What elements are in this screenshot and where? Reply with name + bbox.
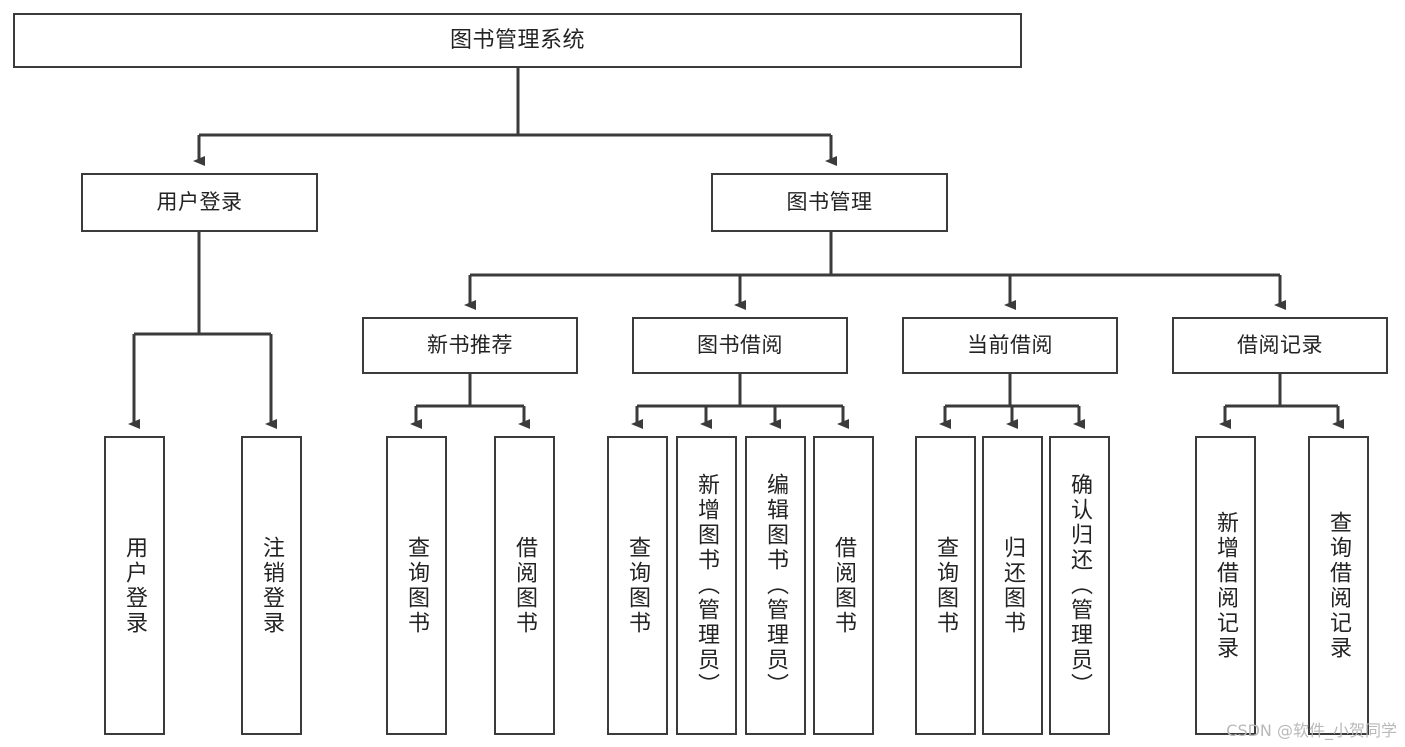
node-label: 归还图书: [1000, 535, 1026, 636]
node-label: 确认归还（管理员）: [1067, 473, 1093, 698]
leaf-borrow-book[interactable]: 借阅图书: [813, 436, 874, 735]
node-label: 新增图书（管理员）: [694, 473, 720, 698]
leaf-return-book[interactable]: 归还图书: [982, 436, 1043, 735]
node-root-system[interactable]: 图书管理系统: [13, 13, 1022, 68]
node-label: 查询图书: [625, 535, 651, 636]
leaf-borrow-book-new[interactable]: 借阅图书: [494, 436, 555, 735]
leaf-edit-book-admin[interactable]: 编辑图书（管理员）: [745, 436, 806, 735]
node-label: 用户登录: [156, 190, 243, 215]
leaf-query-book-borrow[interactable]: 查询图书: [607, 436, 668, 735]
leaf-confirm-return-admin[interactable]: 确认归还（管理员）: [1049, 436, 1110, 735]
leaf-user-logout[interactable]: 注销登录: [241, 436, 302, 735]
node-label: 新增借阅记录: [1213, 510, 1239, 661]
node-label: 借阅图书: [512, 535, 538, 636]
node-new-book-recommendation[interactable]: 新书推荐: [362, 317, 578, 374]
node-label: 借阅图书: [831, 535, 857, 636]
node-current-borrowing[interactable]: 当前借阅: [902, 317, 1118, 374]
leaf-user-login[interactable]: 用户登录: [104, 436, 165, 735]
node-label: 新书推荐: [427, 333, 513, 358]
leaf-query-borrow-record[interactable]: 查询借阅记录: [1308, 436, 1369, 735]
node-label: 查询借阅记录: [1326, 510, 1352, 661]
node-label: 当前借阅: [967, 333, 1053, 358]
leaf-query-book-new[interactable]: 查询图书: [386, 436, 447, 735]
node-label: 借阅记录: [1237, 333, 1323, 358]
node-label: 编辑图书（管理员）: [763, 473, 789, 698]
node-label: 图书管理: [786, 190, 873, 215]
leaf-add-borrow-record[interactable]: 新增借阅记录: [1195, 436, 1256, 735]
node-label: 查询图书: [933, 535, 959, 636]
node-borrow-records[interactable]: 借阅记录: [1172, 317, 1388, 374]
node-book-borrowing[interactable]: 图书借阅: [632, 317, 848, 374]
node-label: 注销登录: [259, 535, 285, 636]
leaf-add-book-admin[interactable]: 新增图书（管理员）: [676, 436, 737, 735]
node-label: 图书管理系统: [449, 27, 585, 53]
node-label: 查询图书: [404, 535, 430, 636]
node-book-management[interactable]: 图书管理: [711, 173, 948, 232]
leaf-query-book-current[interactable]: 查询图书: [915, 436, 976, 735]
node-label: 用户登录: [122, 535, 148, 636]
node-label: 图书借阅: [697, 333, 783, 358]
node-user-login[interactable]: 用户登录: [81, 173, 318, 232]
watermark: CSDN @软件_小贺同学: [1226, 721, 1397, 740]
